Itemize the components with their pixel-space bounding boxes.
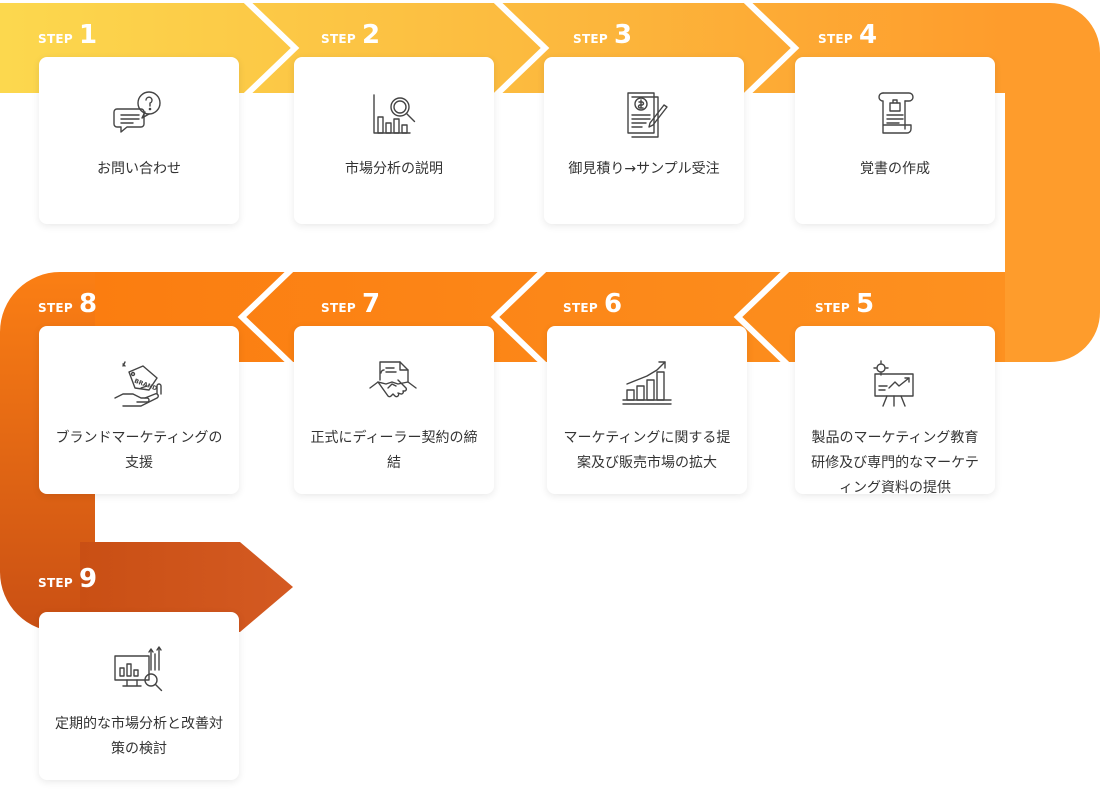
step-card-8: BRAND ブランドマーケティングの支援 bbox=[39, 326, 239, 494]
chevron-right-2 bbox=[492, 0, 550, 99]
step-text: ブランドマーケティングの支援 bbox=[55, 430, 223, 471]
step-text: 製品のマーケティング教育研修及び専門的なマーケティング資料の提供 bbox=[811, 430, 979, 496]
step-text: 覚書の作成 bbox=[860, 161, 930, 177]
chevron-left-3 bbox=[733, 266, 791, 368]
step-text: 正式にディーラー契約の締結 bbox=[310, 430, 478, 471]
step-card-9: 定期的な市場分析と改善対策の検討 bbox=[39, 612, 239, 780]
step-text: マーケティングに関する提案及び販売市場の拡大 bbox=[563, 430, 731, 471]
brand-tag-hand-icon: BRAND bbox=[113, 358, 165, 410]
presentation-board-icon bbox=[869, 358, 921, 410]
chevron-right-1 bbox=[242, 0, 300, 99]
chevron-left-2 bbox=[490, 266, 548, 368]
speech-bubbles-question-icon bbox=[113, 89, 165, 141]
invoice-pen-icon bbox=[618, 89, 670, 141]
step-text: 御見積り→サンプル受注 bbox=[568, 161, 720, 177]
scroll-document-icon bbox=[869, 89, 921, 141]
step-text: 市場分析の説明 bbox=[345, 161, 443, 177]
step-card-7: 正式にディーラー契約の締結 bbox=[294, 326, 494, 494]
step-card-5: 製品のマーケティング教育研修及び専門的なマーケティング資料の提供 bbox=[795, 326, 995, 496]
step-text: 定期的な市場分析と改善対策の検討 bbox=[55, 716, 223, 757]
flow-row-3 bbox=[80, 542, 293, 632]
monitor-chart-magnifier-icon bbox=[113, 644, 165, 696]
step-card-2: 市場分析の説明 bbox=[294, 57, 494, 224]
chevron-left-1 bbox=[237, 266, 295, 368]
flow-row-1 bbox=[0, 3, 1005, 93]
step-card-4: 覚書の作成 bbox=[795, 57, 995, 224]
growth-bar-chart-icon bbox=[621, 358, 673, 410]
bar-chart-magnifier-icon bbox=[368, 89, 420, 141]
handshake-contract-icon bbox=[368, 358, 420, 410]
step-card-1: お問い合わせ bbox=[39, 57, 239, 224]
chevron-right-3 bbox=[742, 0, 800, 99]
step-card-3: 御見積り→サンプル受注 bbox=[544, 57, 744, 224]
step-text: お問い合わせ bbox=[97, 161, 181, 177]
step-card-6: マーケティングに関する提案及び販売市場の拡大 bbox=[547, 326, 747, 494]
